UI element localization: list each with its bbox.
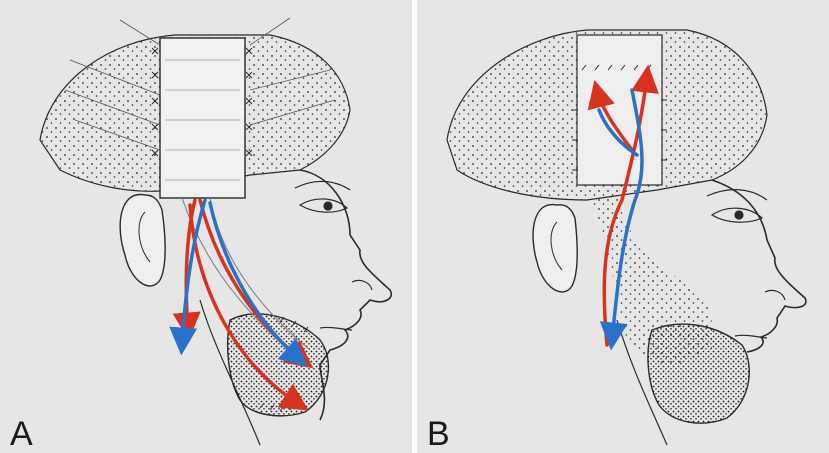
panel-a: A [0, 0, 412, 453]
chin-flap [648, 324, 749, 423]
donor-site-strip [577, 35, 662, 185]
raised-scalp-flap [160, 38, 245, 198]
panel-label-b: B [427, 417, 450, 451]
panel-label-a: A [10, 417, 33, 451]
panel-b-illustration [417, 0, 829, 453]
panel-b: B [417, 0, 829, 453]
panel-a-illustration [0, 0, 412, 453]
